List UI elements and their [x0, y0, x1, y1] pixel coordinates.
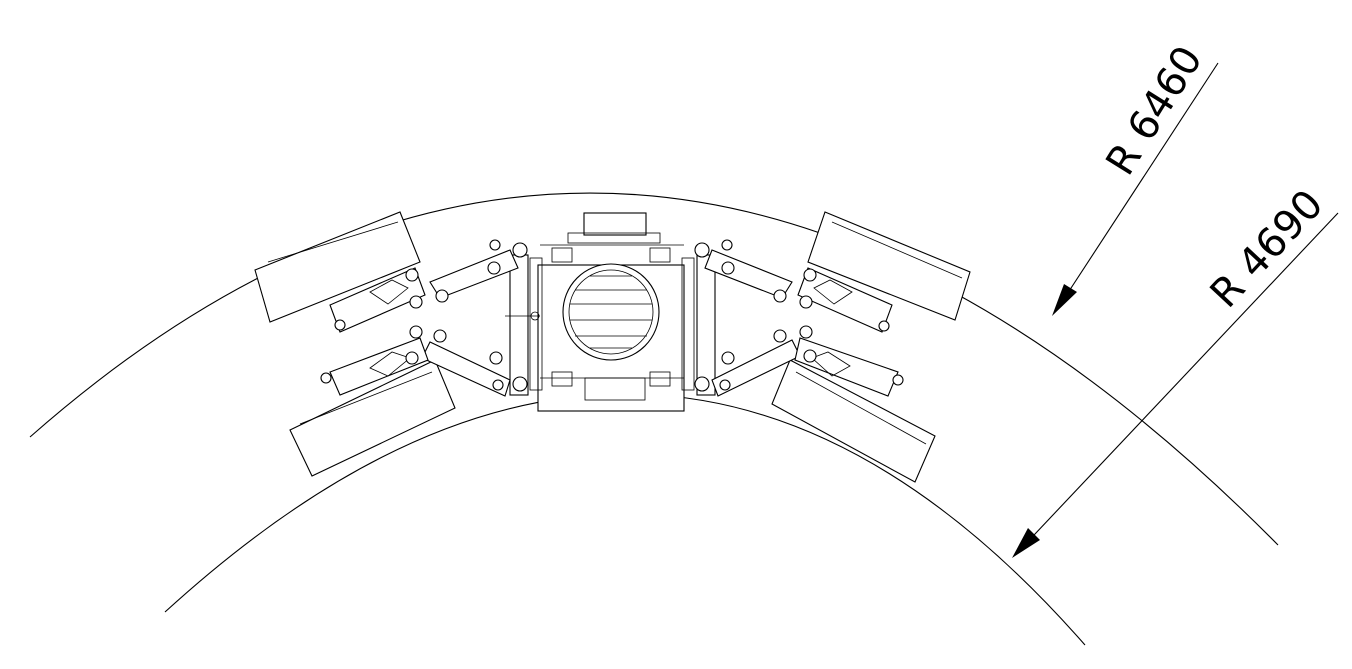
arm-lower-right	[694, 325, 904, 397]
pad-top-left	[254, 211, 421, 323]
inner-radius-label: R 4690	[1202, 181, 1333, 316]
central-body	[505, 212, 716, 412]
dimension-outer: R 6460	[1052, 38, 1219, 316]
arm-upper-right	[694, 239, 893, 333]
arm-lower-left	[320, 325, 528, 397]
outer-radius-label: R 6460	[1097, 38, 1211, 183]
pad-bottom-right	[771, 359, 936, 483]
dimension-inner: R 4690	[1012, 181, 1339, 558]
pad-bottom-left	[289, 359, 456, 477]
pad-top-right	[807, 211, 971, 321]
outer-arc	[29, 192, 1279, 546]
arm-upper-left	[329, 239, 528, 333]
